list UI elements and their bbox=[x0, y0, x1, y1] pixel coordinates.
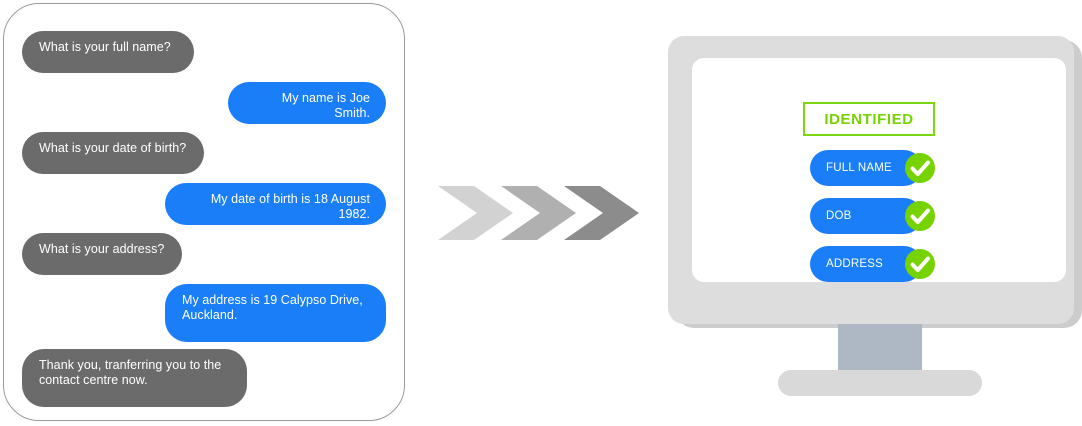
verification-pill-label: FULL NAME bbox=[826, 162, 892, 174]
chat-bubble-bot: What is your full name? bbox=[22, 31, 194, 73]
chevron-right-icon bbox=[438, 186, 513, 240]
monitor-screen: IDENTIFIED FULL NAME DOB bbox=[692, 58, 1066, 282]
chevron-right-icon bbox=[501, 186, 576, 240]
monitor-stand-neck bbox=[838, 324, 922, 374]
verification-pill-label: ADDRESS bbox=[826, 258, 883, 270]
process-flow-arrows bbox=[438, 186, 640, 240]
chat-bubble-bot: What is your address? bbox=[22, 233, 182, 275]
chat-conversation-panel: What is your full name? My name is Joe S… bbox=[3, 3, 405, 421]
check-circle-icon bbox=[905, 201, 935, 231]
chat-bubble-bot: What is your date of birth? bbox=[22, 132, 204, 174]
verification-item: DOB bbox=[810, 198, 940, 234]
status-badge: IDENTIFIED bbox=[803, 102, 935, 136]
chat-bubble-bot: Thank you, tranferring you to the contac… bbox=[22, 349, 247, 407]
verification-pill[interactable]: ADDRESS bbox=[810, 246, 922, 282]
chat-bubble-user: My name is Joe Smith. bbox=[228, 82, 386, 124]
chat-bubble-user: My address is 19 Calypso Drive, Auckland… bbox=[165, 284, 386, 342]
check-circle-icon bbox=[905, 249, 935, 279]
chat-bubble-user: My date of birth is 18 August 1982. bbox=[165, 183, 386, 225]
monitor-bezel: IDENTIFIED FULL NAME DOB bbox=[668, 36, 1074, 324]
verification-item: ADDRESS bbox=[810, 246, 940, 282]
monitor-stand-base bbox=[778, 370, 982, 396]
status-badge-label: IDENTIFIED bbox=[824, 110, 914, 128]
check-circle-icon bbox=[905, 153, 935, 183]
desktop-monitor: IDENTIFIED FULL NAME DOB bbox=[660, 30, 1082, 400]
verification-pill[interactable]: FULL NAME bbox=[810, 150, 922, 186]
verification-item: FULL NAME bbox=[810, 150, 940, 186]
verification-pill[interactable]: DOB bbox=[810, 198, 922, 234]
verification-pill-label: DOB bbox=[826, 210, 852, 222]
chevron-right-icon bbox=[564, 186, 639, 240]
